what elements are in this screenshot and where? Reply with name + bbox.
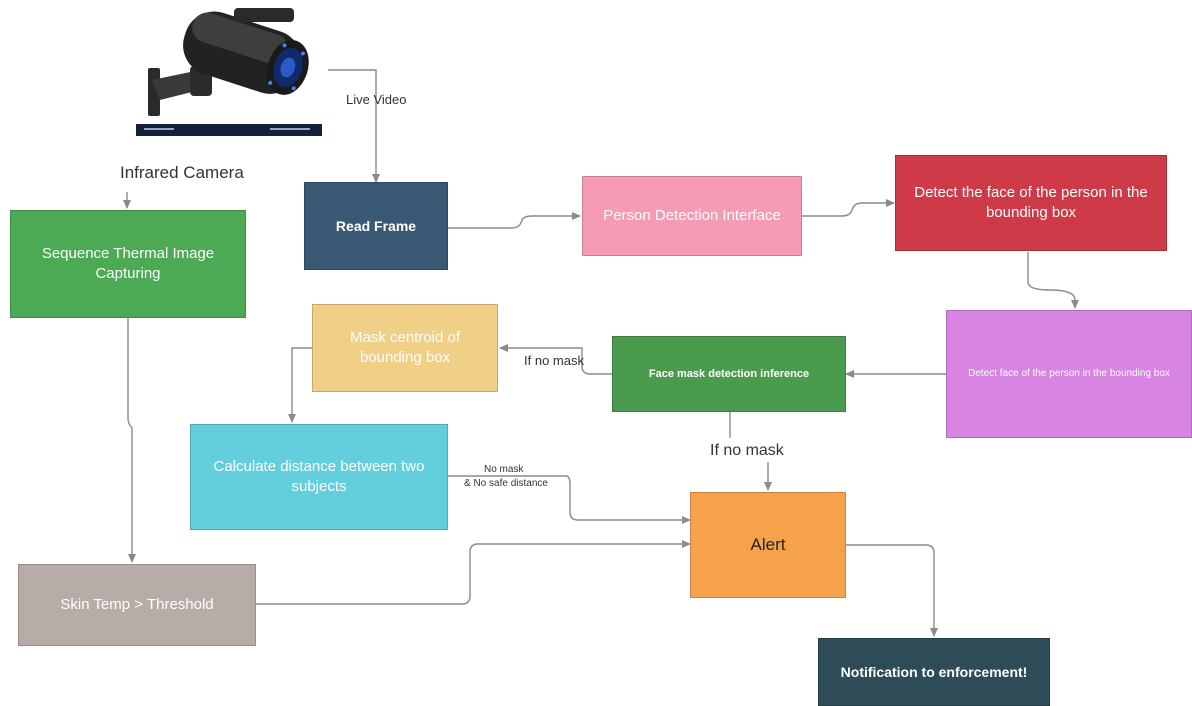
- edge-sequence-thermal-to-skin-temp: [127, 318, 136, 563]
- node-detect-face-bounding-box-label: Detect face of the person in the boundin…: [968, 368, 1170, 380]
- edge-label-no-mask: No mask: [484, 464, 524, 475]
- node-detect-face-label: Detect the face of the person in the bou…: [914, 183, 1148, 221]
- edge-skin-temp-to-alert: [256, 540, 691, 605]
- node-person-detection-label: Person Detection Interface: [603, 206, 781, 224]
- node-face-mask-detection-label: Face mask detection inference: [648, 367, 810, 380]
- node-calculate-distance: Calculate distance between two subjects: [190, 424, 448, 530]
- edge-alert-to-notification: [846, 544, 938, 637]
- node-face-mask-detection: Face mask detection inference: [612, 336, 846, 412]
- edge-label-live-video: Live Video: [346, 92, 407, 107]
- camera-caption: Infrared Camera: [120, 163, 244, 182]
- node-alert-label: Alert: [750, 534, 786, 554]
- node-detect-face-bounding-box: Detect face of the person in the boundin…: [946, 310, 1192, 438]
- edge-person-detection-to-detect-face: [802, 199, 895, 217]
- edge-label-if-no-mask-down: If no mask: [710, 442, 784, 459]
- edge-face-mask-to-mask-centroid: [499, 344, 612, 375]
- node-read-frame: Read Frame: [304, 182, 448, 270]
- node-notification-label: Notification to enforcement!: [840, 663, 1028, 680]
- node-detect-face: Detect the face of the person in the bou…: [895, 155, 1167, 251]
- edge-mask-centroid-to-calc-distance: [288, 347, 312, 423]
- node-mask-centroid: Mask centroid of bounding box: [312, 304, 498, 392]
- edge-read-frame-to-person-detection: [448, 212, 581, 229]
- edge-label-no-safe-distance: & No safe distance: [464, 478, 548, 489]
- node-calculate-distance-label: Calculate distance between two subjects: [213, 457, 425, 495]
- node-mask-centroid-label: Mask centroid of bounding box: [349, 328, 461, 366]
- node-alert: Alert: [690, 492, 846, 598]
- node-person-detection: Person Detection Interface: [582, 176, 802, 256]
- node-read-frame-label: Read Frame: [335, 217, 417, 234]
- node-sequence-thermal-label: Sequence Thermal Image Capturing: [41, 244, 215, 282]
- edge-camera-to-read-frame: [328, 69, 380, 183]
- node-sequence-thermal: Sequence Thermal Image Capturing: [10, 210, 246, 318]
- node-notification: Notification to enforcement!: [818, 638, 1050, 706]
- node-skin-temp: Skin Temp > Threshold: [18, 564, 256, 646]
- edge-detect-face-to-detect-face-bb: [1027, 252, 1079, 309]
- node-skin-temp-label: Skin Temp > Threshold: [60, 595, 214, 613]
- edge-label-if-no-mask-left: If no mask: [524, 353, 584, 368]
- edge-calc-distance-to-alert: [448, 475, 691, 524]
- cctv-camera-icon: [136, 8, 322, 136]
